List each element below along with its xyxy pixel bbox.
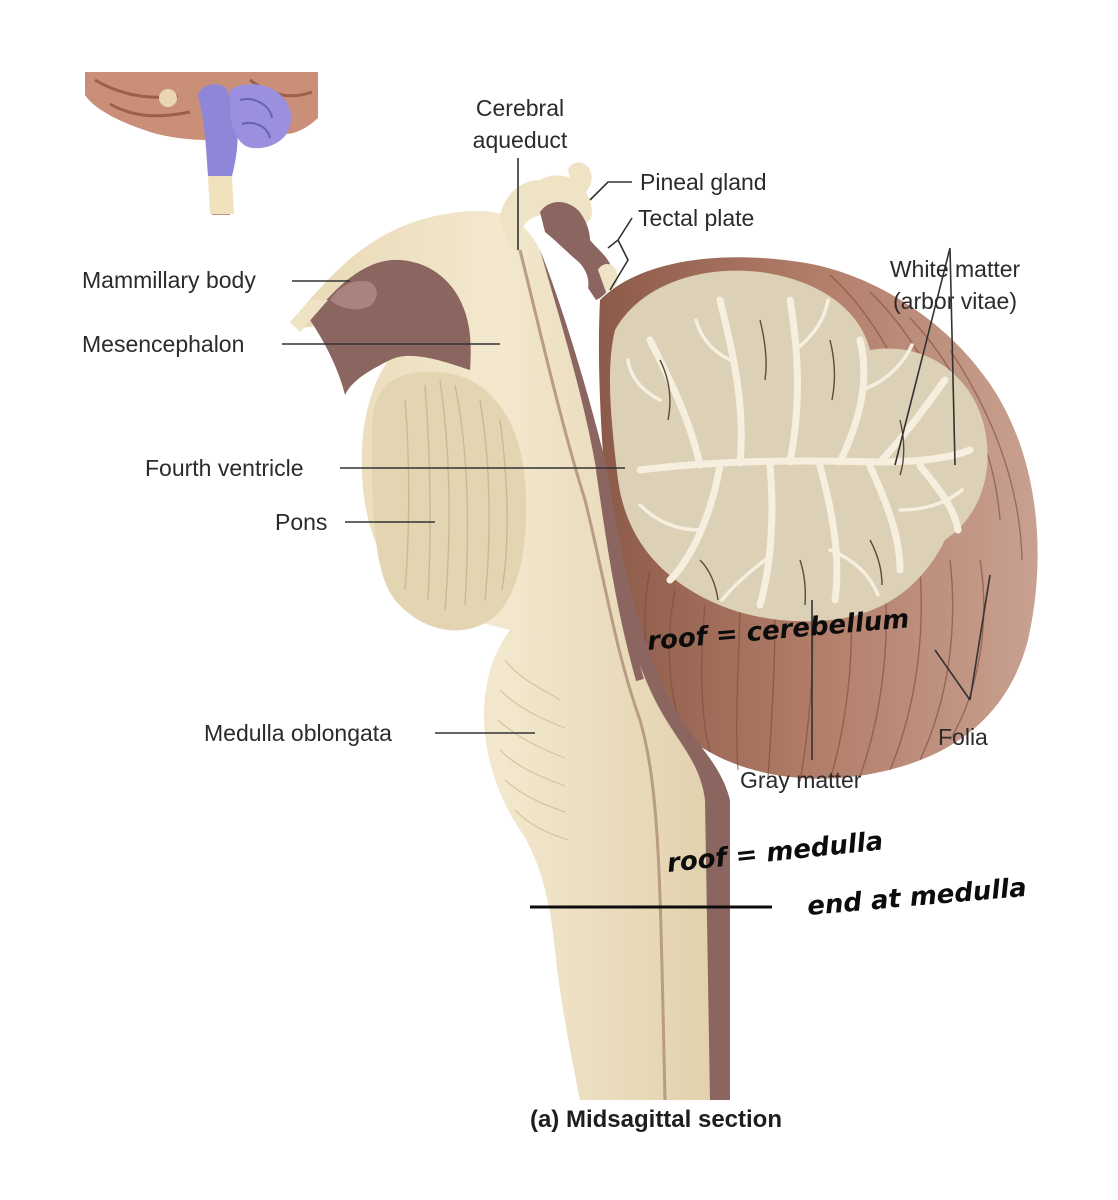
label-gray-matter: Gray matter [740, 767, 862, 793]
figure-caption: (a) Midsagittal section [530, 1106, 782, 1133]
leader-lines [282, 158, 991, 760]
inset-brain-thumbnail [85, 70, 318, 220]
label-pineal-gland: Pineal gland [640, 169, 767, 195]
labels: Cerebral aqueduct Pineal gland Tectal pl… [82, 95, 1021, 793]
label-cerebral-aqueduct-line1: Cerebral [476, 95, 564, 121]
cerebellum [598, 257, 1038, 783]
label-pons: Pons [275, 509, 327, 535]
label-medulla-oblongata: Medulla oblongata [204, 720, 392, 746]
label-folia: Folia [938, 724, 988, 750]
handwritten-note-end-at-medulla: end at medulla [806, 873, 1028, 922]
label-cerebral-aqueduct-line2: aqueduct [473, 127, 568, 153]
brainstem [290, 162, 730, 1101]
arbor-vitae [636, 296, 974, 609]
label-mammillary-body: Mammillary body [82, 267, 256, 293]
label-mesencephalon: Mesencephalon [82, 331, 244, 357]
label-white-matter-line2: (arbor vitae) [893, 288, 1017, 314]
label-tectal-plate: Tectal plate [638, 205, 754, 231]
label-fourth-ventricle: Fourth ventricle [145, 455, 304, 481]
label-white-matter-line1: White matter [890, 256, 1021, 282]
